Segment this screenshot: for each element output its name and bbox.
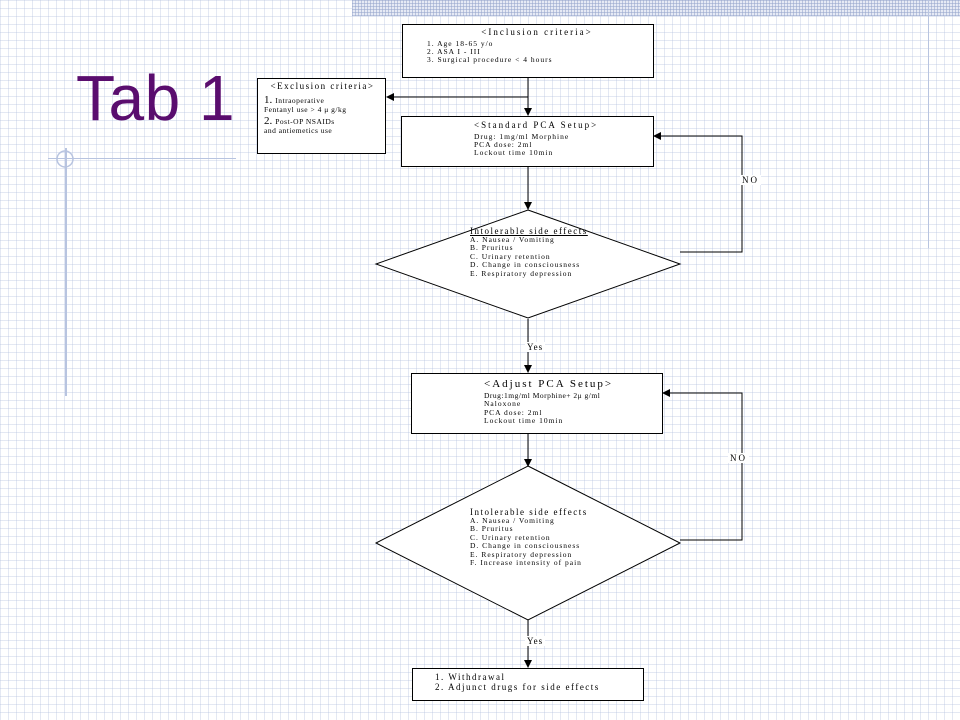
standard-pca-setup-box: <Standard PCA Setup> Drug: 1mg/ml Morphi… [401,116,654,167]
decision-1-header: Intolerable side effects [470,226,588,236]
inclusion-item: 2. ASA I - III [427,47,481,57]
decision-2-item: D. Change in consciousness [470,541,581,551]
decision-diamond-2 [374,465,682,621]
exclusion-item-text: Intraoperative [275,95,325,105]
decision-2-text: Intolerable side effects A. Nausea / Vom… [470,507,588,567]
exclusion-item-text: Post-OP NSAIDs [275,117,335,127]
decision-2-item: A. Nausea / Vomiting [470,516,555,526]
yes-label-1: Yes [525,342,546,352]
decision-1-text: Intolerable side effects A. Nausea / Vom… [470,226,588,278]
decision-2-header: Intolerable side effects [470,507,588,517]
header-pattern-band [352,0,960,16]
decision-2-item: C. Urinary retention [470,532,551,542]
no-label-2: NO [728,453,749,463]
final-action-item: 1. Withdrawal [435,672,506,682]
exclusion-item-number: 2. [264,115,273,128]
right-vertical-rule [928,0,929,248]
title-underline-rule [48,158,236,159]
standard-pca-line: Drug: 1mg/ml Morphine [474,131,570,141]
decision-1-item: E. Respiratory depression [470,268,573,278]
decision-1-item: D. Change in consciousness [470,260,581,270]
exclusion-criteria-box: <Exclusion criteria> 1. Intraoperative F… [257,78,386,154]
decision-2-item: B. Pruritus [470,524,514,534]
no-label-1: NO [740,175,761,185]
inclusion-criteria-box: <Inclusion criteria> 1. Age 18-65 y/o 2.… [402,24,654,78]
adjust-pca-setup-box: <Adjust PCA Setup> Drug:1mg/ml Morphine+… [411,373,663,434]
final-action-item: 2. Adjunct drugs for side effects [435,681,600,692]
final-action-box: 1. Withdrawal 2. Adjunct drugs for side … [412,668,644,701]
exclusion-item-text: Fentanyl use > 4 μ g/kg [264,104,347,114]
left-vertical-rule [65,148,67,396]
adjust-pca-header: <Adjust PCA Setup> [484,378,614,390]
decision-diamond-1 [374,209,682,319]
decision-2-item: F. Increase intensity of pain [470,558,582,568]
no-loop-2 [662,389,743,541]
decision-2-item: E. Respiratory depression [470,549,573,559]
slide-title: Tab 1 [76,62,236,134]
decision-1-item: C. Urinary retention [470,251,551,261]
yes-label-2: Yes [525,636,546,646]
inclusion-item: 1. Age 18-65 y/o [427,38,494,48]
decision-1-item: B. Pruritus [470,243,514,253]
adjust-pca-line: Lockout time 10min [484,415,564,425]
exclusion-item-number: 1. [264,93,273,106]
no-loop-1 [653,132,743,253]
exclusion-item-text: and antiemetics use [264,126,333,136]
adjust-pca-line: Drug:1mg/ml Morphine+ 2μ g/ml [484,391,601,401]
decision-1-item: A. Nausea / Vomiting [470,235,555,245]
adjust-pca-line: Naloxone [484,399,522,409]
standard-pca-line: Lockout time 10min [474,148,554,158]
exclusion-criteria-header: <Exclusion criteria> [270,81,375,91]
standard-pca-line: PCA dose: 2ml [474,140,533,150]
standard-pca-header: <Standard PCA Setup> [474,120,599,130]
circle-ornament [56,150,74,168]
adjust-pca-line: PCA dose: 2ml [484,407,543,417]
inclusion-item: 3. Surgical procedure < 4 hours [427,55,553,65]
inclusion-criteria-header: <Inclusion criteria> [481,27,593,37]
